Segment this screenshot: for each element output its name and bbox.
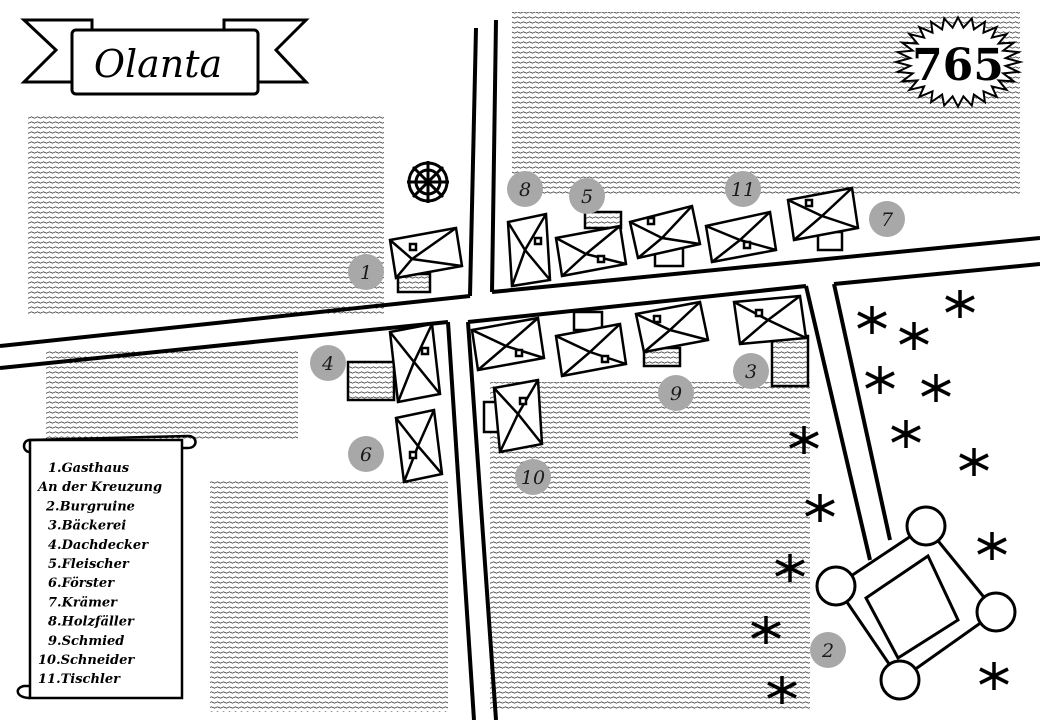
tree-icon [751,616,781,644]
svg-text:3: 3 [745,361,757,383]
tree-icon [977,532,1007,560]
building-house [628,204,702,268]
svg-text:7: 7 [881,209,894,231]
tree-icon [945,290,975,318]
road-edge [466,321,498,720]
building-foerster [394,408,444,484]
legend-item: 1.Gasthaus [48,461,130,476]
tree-icon [899,322,929,350]
marker-1[interactable]: 1 [348,254,384,290]
field-bottom-left-a [46,350,298,440]
svg-text:10: 10 [521,467,545,489]
year-badge: 765 [892,15,1024,109]
building-kraemer [786,186,860,252]
tree-icon [805,494,835,522]
legend-item: 2.Burgruine [45,499,135,514]
roads [0,19,1040,720]
svg-text:11: 11 [731,179,755,201]
svg-text:1: 1 [360,262,372,284]
tree-icon [959,448,989,476]
legend-item: 5.Fleischer [48,557,130,572]
legend-item: 9.Schmied [48,634,124,649]
building-baeckerei [732,294,810,388]
marker-10[interactable]: 10 [515,459,551,495]
road-edge [446,321,476,720]
road-edge [0,320,449,370]
tree-icon [775,554,805,582]
legend-item: An der Kreuzung [36,480,162,495]
building-schneider [482,378,544,454]
legend-scroll: 1.Gasthaus An der Kreuzung 2.Burgruine 3.Bä… [16,434,197,700]
road-edge [804,285,872,561]
banner-body [70,28,260,96]
svg-text:2: 2 [821,640,834,662]
svg-text:8: 8 [519,179,531,201]
building-fleischer [554,210,628,278]
markers: 1 2 3 4 5 6 7 8 9 10 11 [310,171,905,668]
road-edge [832,283,892,541]
buildings [346,186,860,484]
road-edge [467,284,807,324]
tree-icon [857,306,887,334]
legend-item: 6.Förster [48,576,115,591]
castle-ruin-icon [815,505,1017,701]
marker-8[interactable]: 8 [507,171,543,207]
tree-icon [891,420,921,448]
building-holzfaeller [506,212,552,288]
tree-icon [979,662,1009,690]
scroll-icon [28,438,184,700]
road-edge [490,19,498,293]
field-bottom-left-b [210,480,448,712]
marker-9[interactable]: 9 [658,375,694,411]
tree-icon [767,676,797,704]
svg-text:4: 4 [321,353,334,375]
svg-text:6: 6 [360,444,372,466]
starburst-icon [892,15,1024,109]
legend-item: 7.Krämer [48,595,118,610]
building-house [554,310,628,378]
legend-item: 3.Bäckerei [48,519,126,534]
legend-item: 11.Tischler [38,672,121,687]
marker-3[interactable]: 3 [733,353,769,389]
road-edge [833,262,1040,286]
field-top-left [28,114,384,314]
legend-item: 8.Holzfäller [48,615,135,630]
building-dachdecker [346,322,442,404]
building-house [470,316,546,372]
marker-4[interactable]: 4 [310,345,346,381]
building-schmied [634,300,710,368]
tree-icon [921,374,951,402]
svg-text:9: 9 [670,383,682,405]
marker-5[interactable]: 5 [569,178,605,214]
road-edge [468,27,478,297]
compass-wheel-icon [407,161,449,203]
trees [751,290,1009,704]
marker-11[interactable]: 11 [725,171,761,207]
building-gasthaus [388,226,464,294]
svg-text:5: 5 [581,186,593,208]
tree-icon [789,426,819,454]
map-title: Olanta [94,42,222,86]
road-edge [491,236,1040,294]
tree-icon [865,366,895,394]
title-banner: Olanta [20,18,310,96]
year-label: 765 [912,40,1004,91]
building-tischler [704,210,778,264]
legend-list: 1.Gasthaus An der Kreuzung 2.Burgruine 3.Bä… [36,461,162,687]
marker-2[interactable]: 2 [810,632,846,668]
legend-item: 10.Schneider [38,653,135,668]
marker-6[interactable]: 6 [348,436,384,472]
legend-item: 4.Dachdecker [48,538,149,553]
marker-7[interactable]: 7 [869,201,905,237]
field-center-lower [490,382,810,710]
road-edge [0,294,471,348]
